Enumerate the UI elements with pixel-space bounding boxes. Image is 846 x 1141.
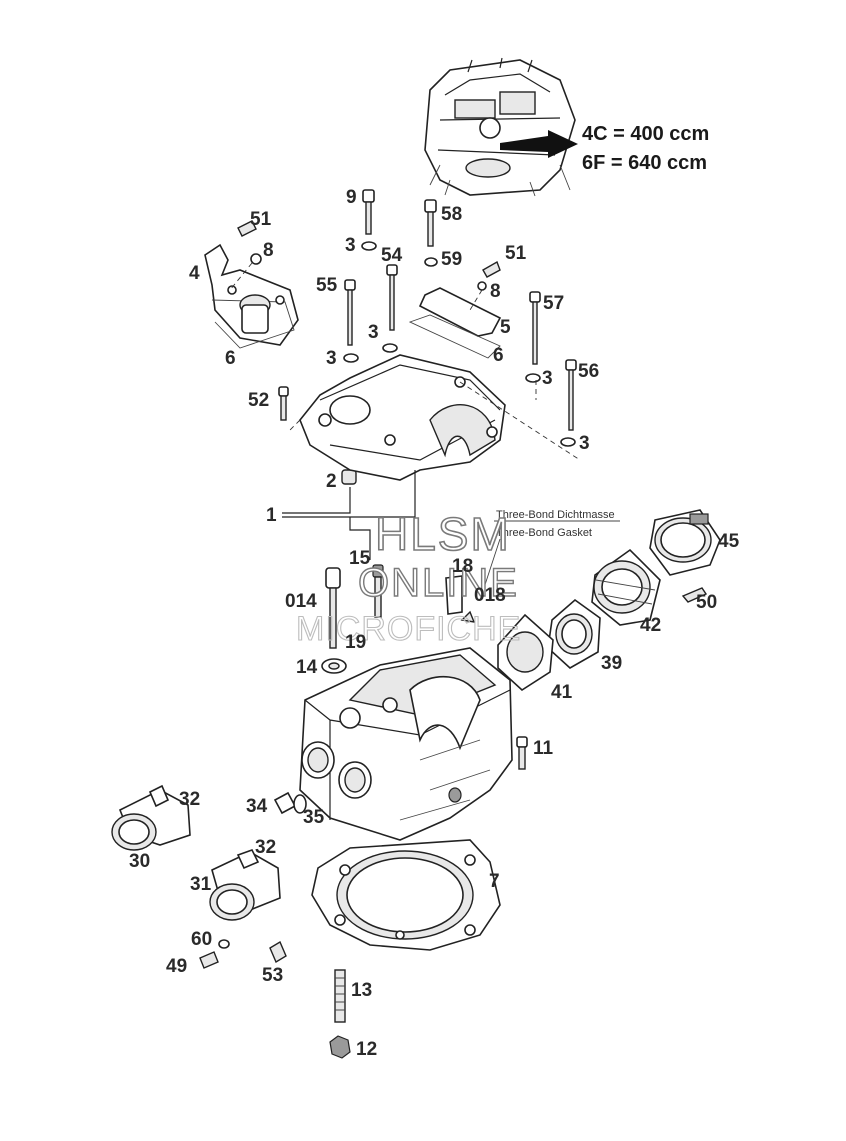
- note-line-2: Three-Bond Gasket: [496, 527, 592, 539]
- watermark-line-1: HLSM: [375, 508, 511, 560]
- callout-label: 53: [262, 965, 283, 986]
- callout-label: 42: [640, 615, 661, 636]
- callout-label: 18: [452, 556, 473, 577]
- callout-label: 7: [489, 871, 500, 892]
- callout-label: 50: [696, 592, 717, 613]
- callout-label: 014: [285, 591, 317, 612]
- callout-label: 52: [248, 390, 269, 411]
- head-gasket: [311, 839, 501, 951]
- exhaust-flange-assembly: [111, 784, 287, 969]
- callout-labels: 9 58 51 8 3 54 59 51 4 55 8 57 3 5 6 3 6…: [129, 187, 740, 1060]
- callout-label: 6: [493, 345, 504, 366]
- note-line-1: Three-Bond Dichtmasse: [496, 509, 615, 521]
- callout-label: 57: [543, 293, 564, 314]
- callout-label: 3: [368, 322, 379, 343]
- callout-label: 41: [551, 682, 573, 703]
- callout-label: 8: [490, 281, 501, 302]
- callout-label: 018: [474, 585, 506, 606]
- callout-label: 3: [579, 433, 590, 454]
- callout-label: 32: [255, 837, 276, 858]
- callout-label: 3: [542, 368, 553, 389]
- callout-label: 51: [505, 243, 527, 264]
- variant-640: 6F = 640 ccm: [582, 152, 707, 174]
- watermark-line-2: ONLINE: [358, 561, 519, 605]
- callout-label: 1: [266, 505, 277, 526]
- callout-label: 8: [263, 240, 274, 261]
- cylinder-head-assembly: [273, 564, 528, 841]
- callout-label: 54: [381, 245, 403, 266]
- callout-label: 11: [533, 738, 554, 759]
- callout-label: 35: [303, 807, 325, 828]
- valve-cover-assembly: [204, 189, 581, 485]
- callout-label: 56: [578, 361, 599, 382]
- intake-assembly: [497, 509, 721, 692]
- callout-label: 4: [189, 263, 200, 284]
- callout-label: 14: [296, 657, 318, 678]
- callout-label: 32: [179, 789, 200, 810]
- callout-label: 30: [129, 851, 150, 872]
- stud-and-nut: [329, 969, 351, 1059]
- callout-label: 19: [345, 632, 366, 653]
- callout-label: 3: [345, 235, 356, 256]
- callout-label: 15: [349, 548, 371, 569]
- watermark-line-3: MICROFICHE: [296, 610, 521, 648]
- callout-label: 45: [718, 531, 740, 552]
- callout-label: 2: [326, 471, 337, 492]
- callout-label: 13: [351, 980, 372, 1001]
- callout-label: 34: [246, 796, 268, 817]
- callout-label: 5: [500, 317, 511, 338]
- callout-label: 51: [250, 209, 272, 230]
- callout-label: 58: [441, 204, 462, 225]
- engine-thumbnail: [424, 57, 578, 197]
- callout-label: 6: [225, 348, 236, 369]
- callout-label: 55: [316, 275, 338, 296]
- callout-label: 31: [190, 874, 212, 895]
- callout-label: 49: [166, 956, 187, 977]
- variant-400: 4C = 400 ccm: [582, 123, 709, 145]
- callout-label: 59: [441, 249, 462, 270]
- callout-label: 39: [601, 653, 622, 674]
- callout-label: 3: [326, 348, 337, 369]
- callout-label: 12: [356, 1039, 377, 1060]
- callout-label: 9: [346, 187, 357, 208]
- callout-label: 60: [191, 929, 212, 950]
